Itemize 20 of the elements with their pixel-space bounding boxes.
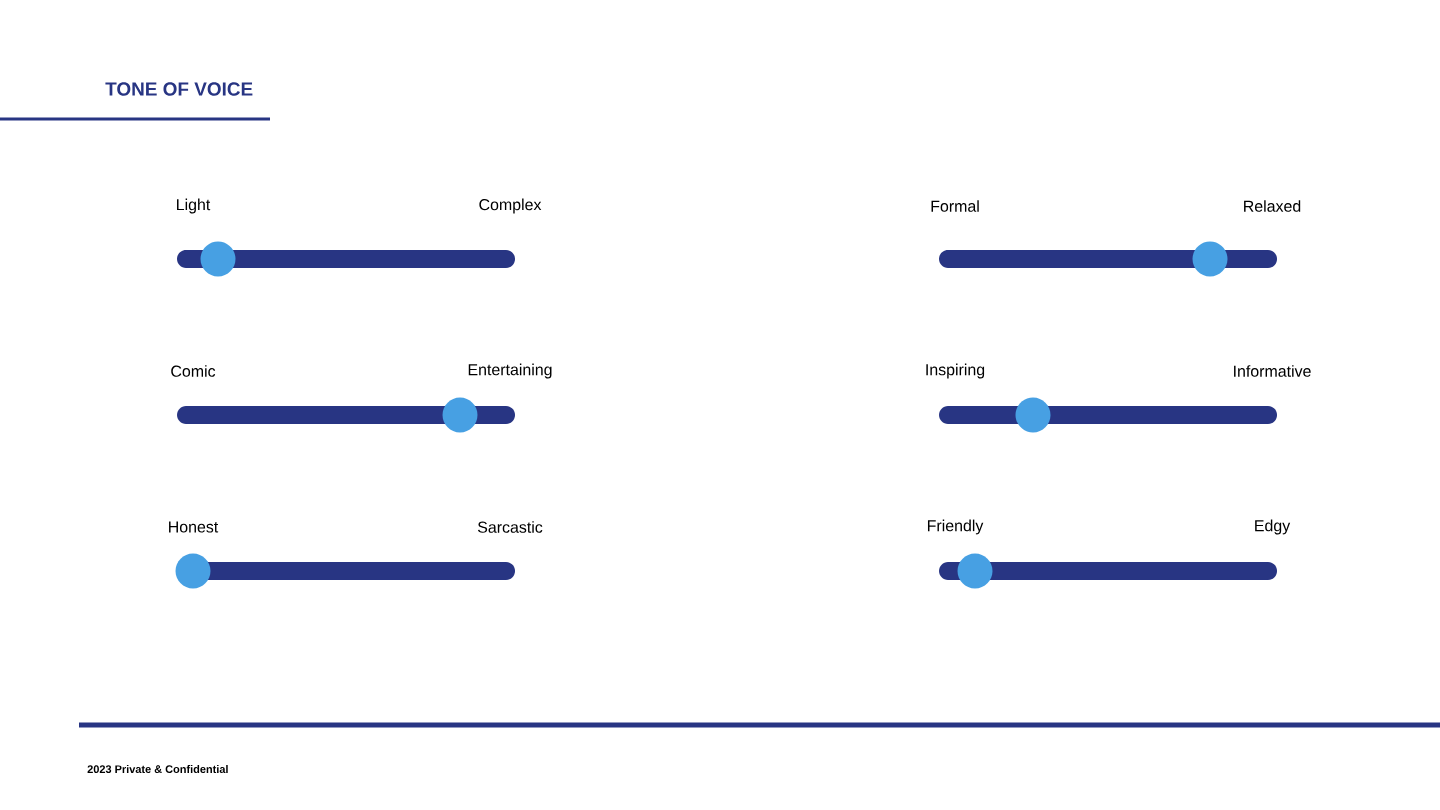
scale-label: Light	[177, 198, 211, 214]
slider	[926, 363, 1311, 433]
scale-label: Complex	[479, 198, 542, 214]
slider	[928, 519, 1291, 589]
scale-label: Inspiring	[926, 363, 985, 379]
heading: TONE OF VOICE	[105, 82, 253, 96]
scale-label: Relaxed	[1244, 200, 1301, 212]
scale-label: Entertaining	[468, 363, 552, 379]
scale-label: Informative	[1234, 365, 1311, 377]
slider	[931, 200, 1301, 277]
scale-label: Honest	[169, 521, 219, 533]
slider	[171, 363, 552, 433]
scale-label: Friendly	[928, 519, 984, 535]
footer-text: 2023 Private & Confidential	[87, 765, 228, 774]
slider	[177, 198, 542, 277]
scale-label: Comic	[171, 365, 216, 377]
scale-label: Edgy	[1255, 519, 1291, 535]
slider	[169, 521, 543, 589]
scale-label: Formal	[931, 200, 979, 212]
scale-label: Sarcastic	[477, 521, 543, 533]
